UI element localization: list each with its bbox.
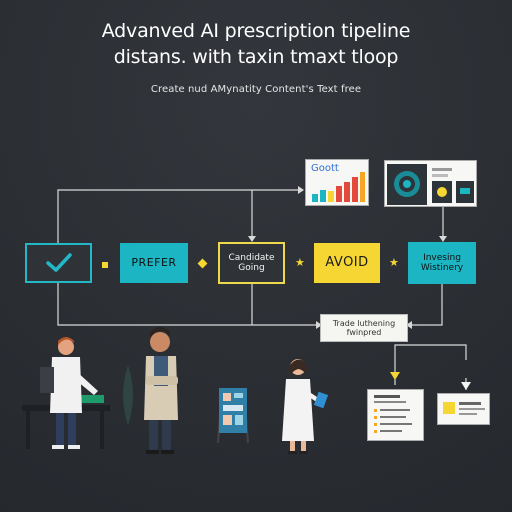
prefer-node: PREFER <box>120 243 188 283</box>
title-line-1: Advanved AI prescription tipeline <box>101 20 411 42</box>
connector-bottom-loop <box>57 283 316 326</box>
checkmark-icon <box>45 253 72 272</box>
summary-icon <box>443 402 485 415</box>
chart-card: Goott <box>305 159 369 206</box>
diagram-subtitle: Create nud AMynatity Content's Text free <box>150 84 362 95</box>
summary-card <box>437 393 490 425</box>
arrowhead <box>248 236 256 242</box>
arrowhead <box>316 321 322 329</box>
dashboard-card <box>384 160 477 207</box>
list-card <box>367 389 424 441</box>
merge-node: Trade luthening fwinpred <box>320 314 408 342</box>
arrowhead-yellow <box>390 372 400 380</box>
star-icon: ★ <box>295 256 305 269</box>
check-node <box>25 243 92 283</box>
easel-board-icon <box>217 388 249 444</box>
person-with-tablet-illustration <box>282 359 329 454</box>
star-icon: ★ <box>389 256 399 269</box>
dashboard-icon <box>387 164 474 205</box>
title-line-2: distans. with taxin tmaxt tloop <box>113 46 399 68</box>
avoid-node: AVOID <box>314 243 380 283</box>
arrowhead <box>406 321 412 329</box>
bar-chart-icon <box>312 172 365 202</box>
connector-square <box>102 262 108 268</box>
checklist-icon <box>374 395 412 433</box>
chart-card-label: Goott <box>311 163 339 174</box>
plant-leaf-decoration <box>123 365 133 425</box>
arrowhead-white <box>461 382 471 390</box>
person-at-desk-illustration <box>22 337 110 449</box>
arrowhead <box>439 236 447 242</box>
diagram-title: Advanved AI prescription tipeline distan… <box>0 18 512 70</box>
candidate-node: Candidate Going <box>218 242 285 284</box>
review-node: Invesing Wistinery <box>408 242 476 284</box>
connector-lower-bracket <box>394 344 467 375</box>
arrowhead <box>298 186 304 194</box>
connector-top-loop <box>57 189 298 243</box>
connector-review-merge <box>412 284 443 326</box>
person-arms-crossed-illustration <box>144 327 178 454</box>
